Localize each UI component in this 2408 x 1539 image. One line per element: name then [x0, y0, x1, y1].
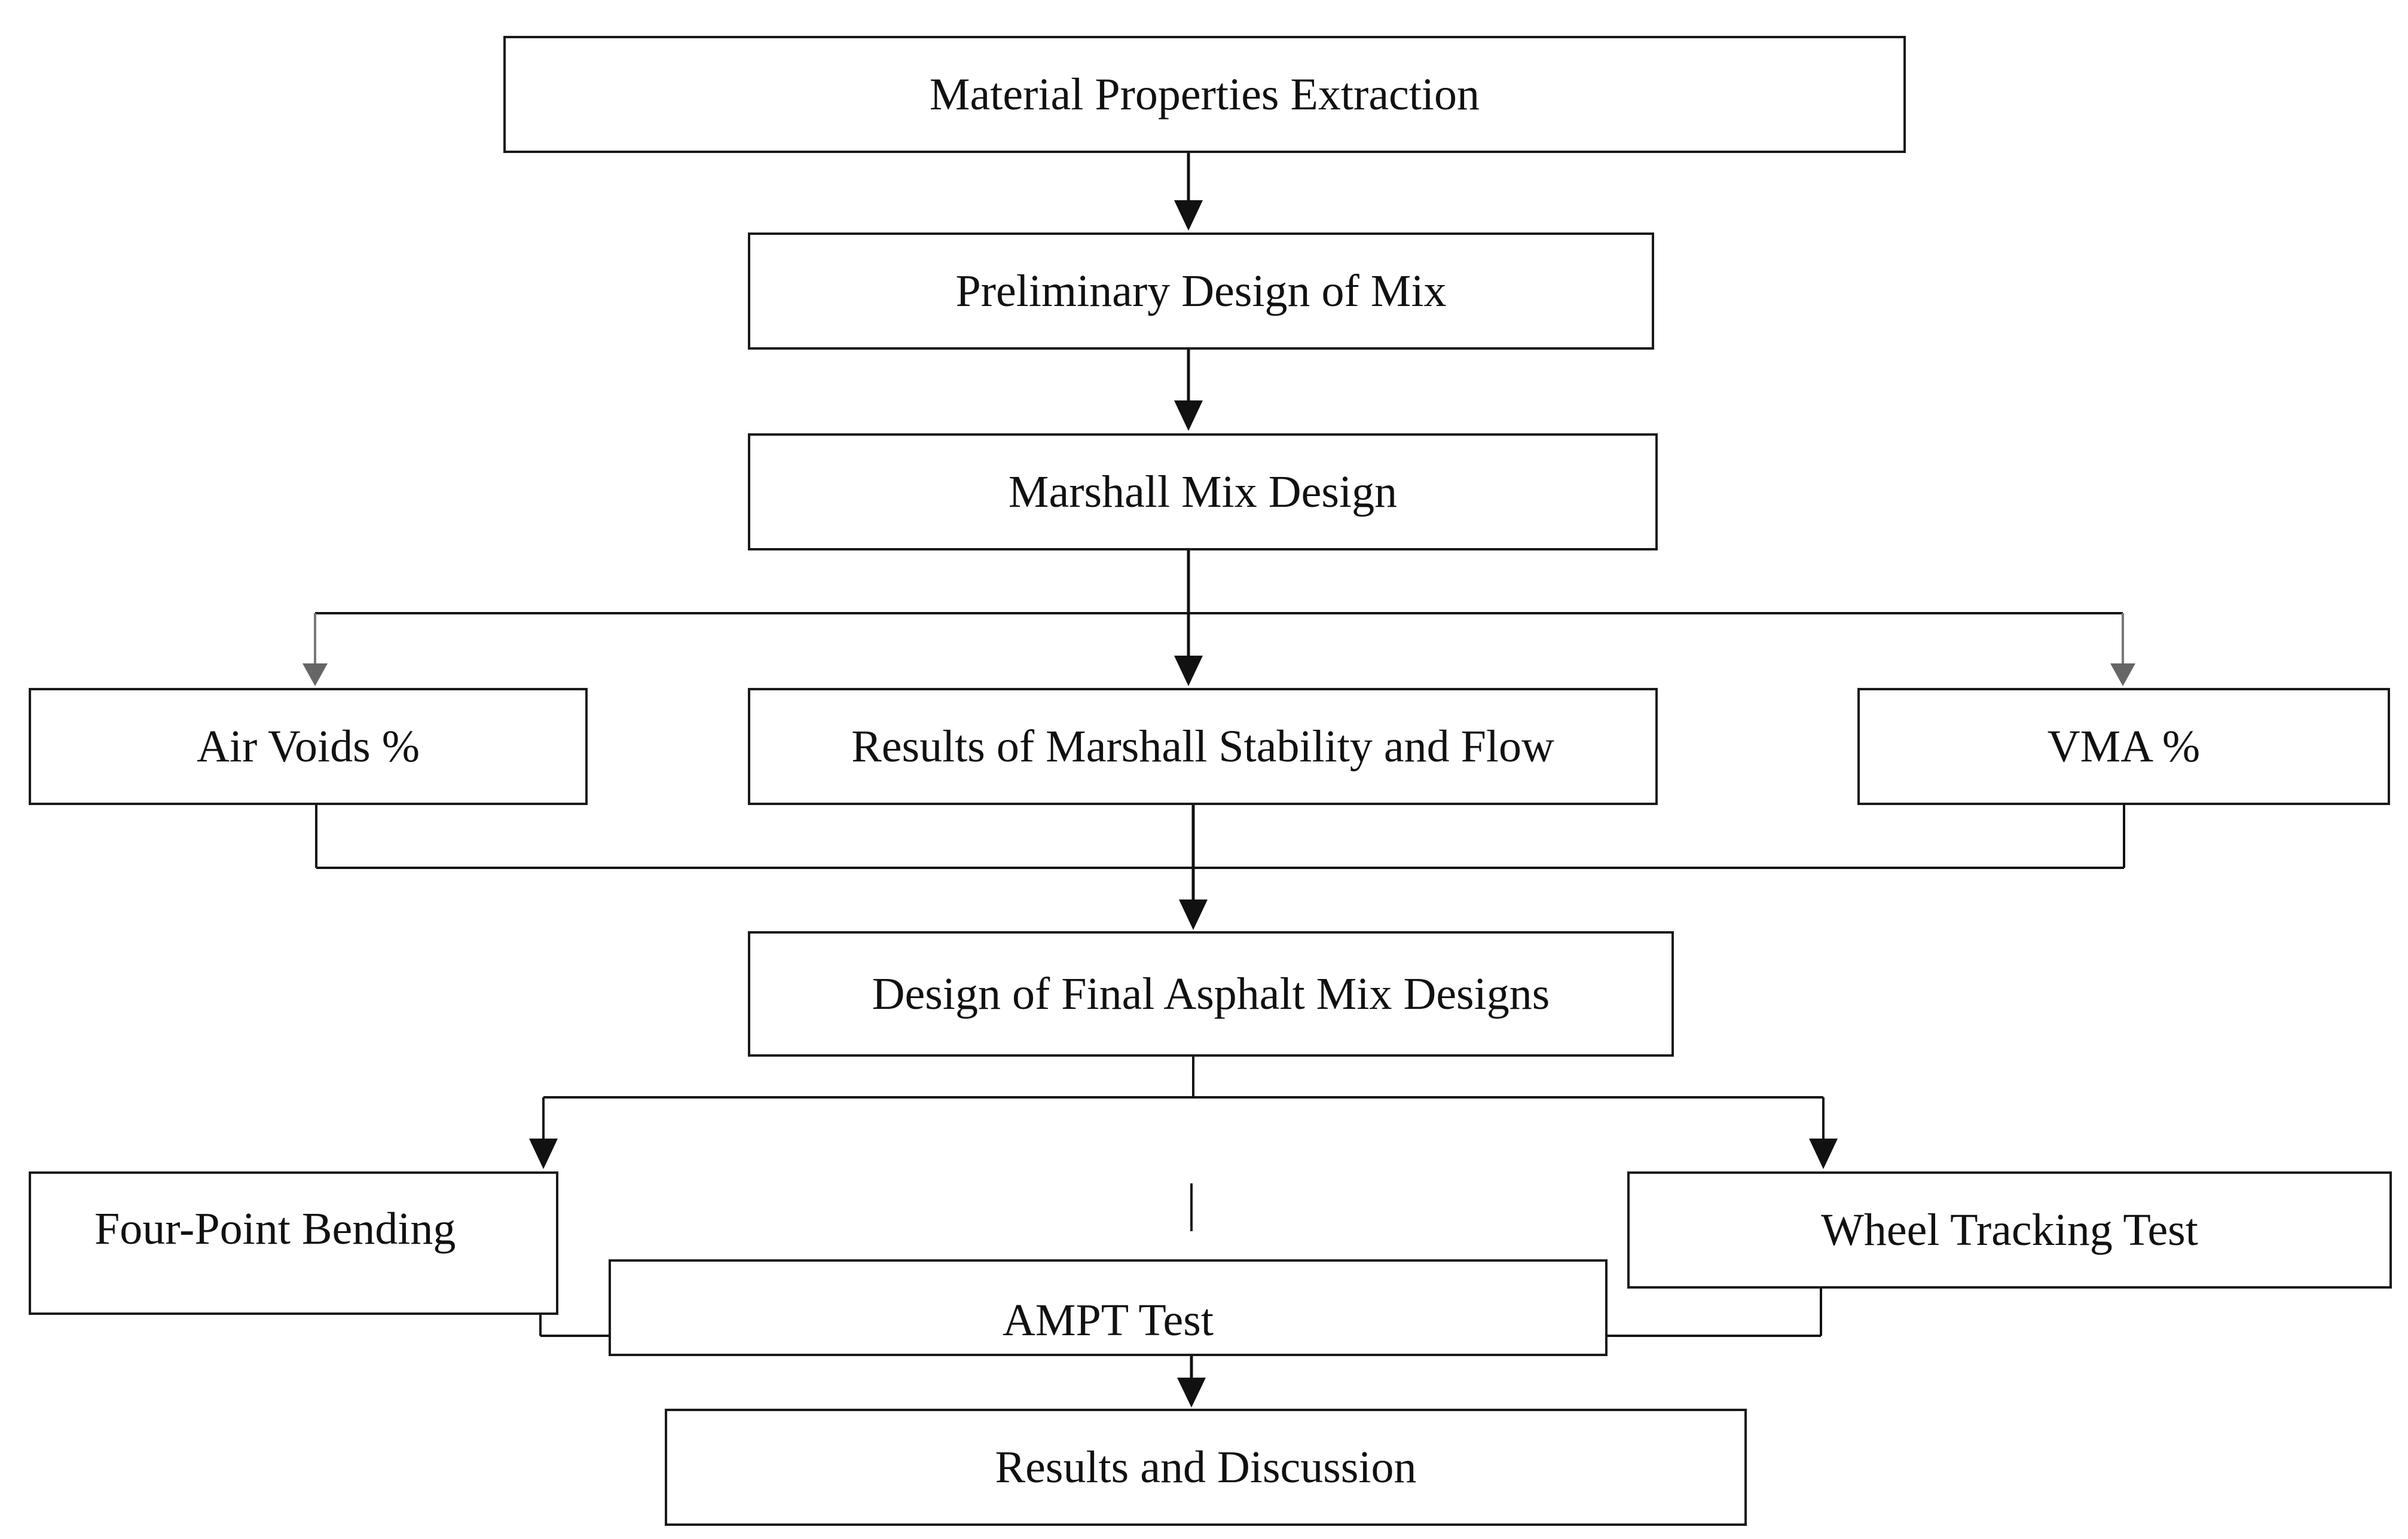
node-air-voids: Air Voids %: [29, 688, 588, 805]
node-label: Results and Discussion: [995, 1442, 1417, 1492]
edge-branches-to-final: [315, 805, 2125, 930]
node-preliminary-design: Preliminary Design of Mix: [748, 232, 1654, 350]
node-vma: VMA %: [1857, 688, 2390, 805]
node-label: Preliminary Design of Mix: [955, 266, 1447, 316]
edge-material-to-prelim: [1174, 153, 1203, 231]
node-marshall-mix-design: Marshall Mix Design: [748, 433, 1658, 550]
node-results-marshall-stability: Results of Marshall Stability and Flow: [748, 688, 1658, 805]
node-label: Material Properties Extraction: [929, 69, 1480, 120]
node-label: Air Voids %: [196, 721, 420, 772]
node-wheel-tracking-test: Wheel Tracking Test: [1627, 1171, 2392, 1289]
edge-final-to-tests: [529, 1057, 1838, 1231]
node-label: Design of Final Asphalt Mix Designs: [872, 969, 1550, 1019]
node-label: VMA %: [2047, 721, 2201, 772]
node-ampt-test: AMPT Test: [609, 1259, 1608, 1356]
node-four-point-bending: Four-Point Bending: [29, 1171, 558, 1315]
node-label: AMPT Test: [1003, 1295, 1214, 1345]
node-label: Marshall Mix Design: [1008, 467, 1398, 517]
node-label: Four-Point Bending: [94, 1204, 456, 1254]
edge-marshall-branches: [302, 550, 2135, 686]
node-final-asphalt-mix-designs: Design of Final Asphalt Mix Designs: [748, 931, 1674, 1057]
node-label: Results of Marshall Stability and Flow: [851, 721, 1554, 772]
node-results-and-discussion: Results and Discussion: [665, 1409, 1747, 1526]
edge-prelim-to-marshall: [1174, 350, 1203, 431]
node-material-properties-extraction: Material Properties Extraction: [503, 36, 1906, 153]
node-label: Wheel Tracking Test: [1821, 1205, 2198, 1255]
